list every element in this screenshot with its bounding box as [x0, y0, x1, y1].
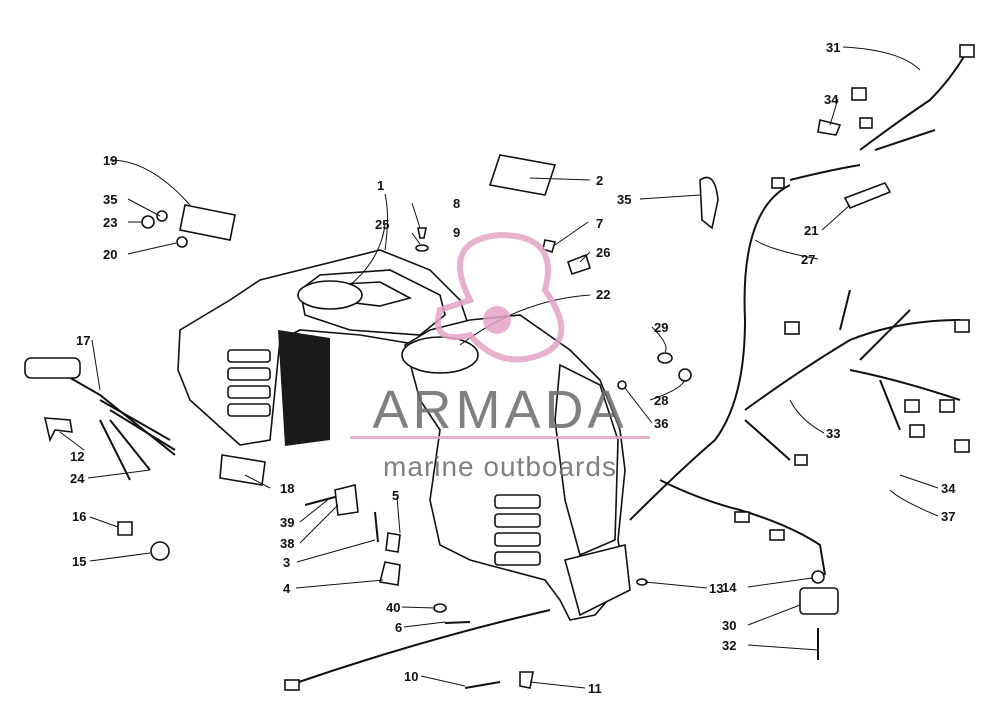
washer-29 [657, 352, 673, 364]
cable-10 [464, 681, 501, 689]
washer-9 [415, 244, 429, 252]
connectors [734, 44, 975, 541]
callout-21: 21 [804, 223, 818, 238]
callout-25: 25 [375, 217, 389, 232]
choke-knob [24, 357, 81, 379]
bulb-40 [304, 496, 336, 506]
taillight-housing [179, 204, 236, 241]
callout-15: 15 [72, 554, 86, 569]
callout-24: 24 [70, 471, 85, 486]
callout-39: 38 [280, 536, 294, 551]
callout-28: 28 [654, 393, 668, 408]
regulator-30 [799, 587, 839, 615]
wiring-harness [629, 54, 966, 576]
callout-8: 8 [453, 196, 460, 211]
wires-24 [99, 399, 176, 481]
gauge-pod [401, 336, 479, 374]
callout-34-top: 34 [824, 92, 839, 107]
leader-lines [59, 46, 939, 689]
lens-18 [219, 454, 266, 486]
grip-21 [843, 182, 892, 210]
callout-3: 3 [283, 555, 290, 570]
headlight-lens [564, 544, 631, 617]
switch-26 [567, 253, 591, 276]
nut-23 [141, 215, 155, 229]
watermark-logo-icon [435, 231, 565, 363]
callout-12: 12 [70, 449, 84, 464]
screw-8 [417, 227, 427, 239]
callout-4: 4 [283, 581, 291, 596]
grommet-20 [176, 236, 188, 248]
callout-13: 13 [709, 581, 723, 596]
callout-20: 20 [103, 247, 117, 262]
clip-11 [519, 671, 534, 689]
callout-5: 5 [392, 488, 399, 503]
callout-labels: 19 1 2 8 7 9 25 26 22 35 23 20 17 12 24 … [70, 40, 956, 696]
fender-vents [494, 494, 541, 566]
washer-41 [433, 603, 447, 613]
callout-10: 10 [404, 669, 418, 684]
nut-14 [811, 570, 825, 584]
watermark: ARMADA marine outboards [350, 231, 650, 482]
callout-9: 9 [453, 225, 460, 240]
hood-vents-left [227, 349, 271, 417]
callout-6: 6 [395, 620, 402, 635]
ignition-switch [150, 541, 170, 561]
lower-cable [289, 609, 551, 686]
callout-22: 22 [596, 287, 610, 302]
grommet-39 [334, 484, 359, 516]
callout-27: 27 [801, 252, 815, 267]
bracket-12 [43, 417, 73, 443]
callout-37: 36 [654, 416, 668, 431]
callout-14: 14 [722, 580, 737, 595]
callout-11: 11 [588, 681, 602, 696]
gauge-pod-rear [297, 280, 363, 310]
callout-41: 40 [386, 600, 400, 615]
clip-5 [385, 532, 401, 553]
callout-36: 35 [103, 192, 117, 207]
callout-31: 31 [826, 40, 840, 55]
callout-16: 16 [72, 509, 86, 524]
lower-cable-end [284, 679, 300, 691]
callout-26: 26 [596, 245, 610, 260]
bracket-4 [379, 561, 401, 586]
callout-38: 37 [941, 509, 955, 524]
watermark-underline [350, 436, 650, 439]
callout-1: 1 [377, 178, 384, 193]
hood-cavity [278, 330, 330, 446]
washer-36 [156, 210, 168, 222]
nut-7 [542, 239, 557, 254]
callout-34-bottom: 34 [941, 481, 956, 496]
watermark-brand: ARMADA [372, 380, 627, 440]
callout-35: 35 [617, 192, 631, 207]
callout-40: 39 [280, 515, 294, 530]
nut-28 [678, 368, 692, 382]
callout-19: 19 [103, 153, 117, 168]
key-16 [117, 521, 133, 536]
screw-3 [374, 511, 379, 543]
callout-23: 23 [103, 215, 117, 230]
callout-32: 32 [722, 638, 736, 653]
bolt-6 [444, 621, 471, 624]
hood-assembly [177, 249, 631, 621]
callout-17: 17 [76, 333, 90, 348]
watermark-tagline: marine outboards [383, 451, 617, 482]
callout-7: 7 [596, 216, 603, 231]
clamp-35 [699, 176, 719, 230]
decal-plate [488, 154, 557, 196]
callout-30: 30 [722, 618, 736, 633]
callout-33: 33 [826, 426, 840, 441]
callout-2: 2 [596, 173, 603, 188]
callout-18: 18 [280, 481, 294, 496]
washer-37 [617, 380, 627, 390]
callout-29: 29 [654, 320, 668, 335]
choke-cable [29, 370, 176, 456]
